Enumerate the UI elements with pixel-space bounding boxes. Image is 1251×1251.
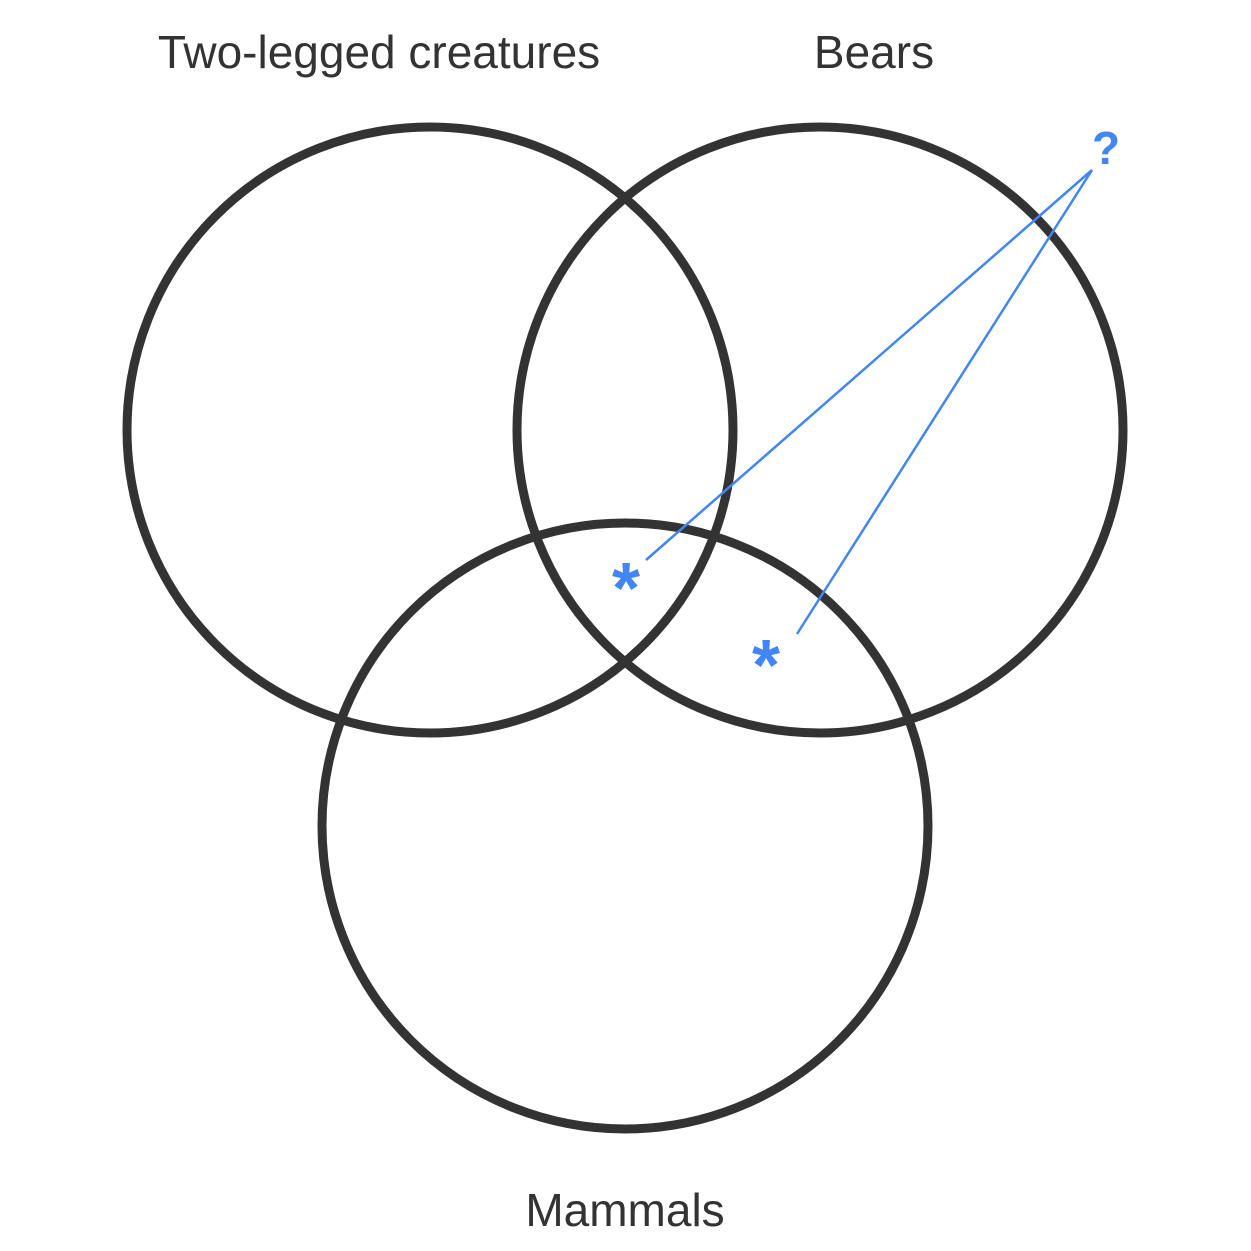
set-circle-mammals bbox=[317, 518, 933, 1134]
label-two-legged-creatures: Two-legged creatures bbox=[158, 26, 600, 78]
question-mark-icon: ? bbox=[1092, 122, 1120, 174]
label-bears: Bears bbox=[814, 26, 934, 78]
label-mammals: Mammals bbox=[525, 1184, 724, 1236]
asterisk-center-icon: * bbox=[612, 549, 640, 629]
asterisk-right-icon: * bbox=[752, 626, 780, 706]
set-circle-bears bbox=[512, 122, 1128, 738]
set-circle-two-legged bbox=[122, 122, 738, 738]
pointer-line-right bbox=[795, 169, 1094, 635]
pointer-line-center bbox=[645, 169, 1093, 561]
